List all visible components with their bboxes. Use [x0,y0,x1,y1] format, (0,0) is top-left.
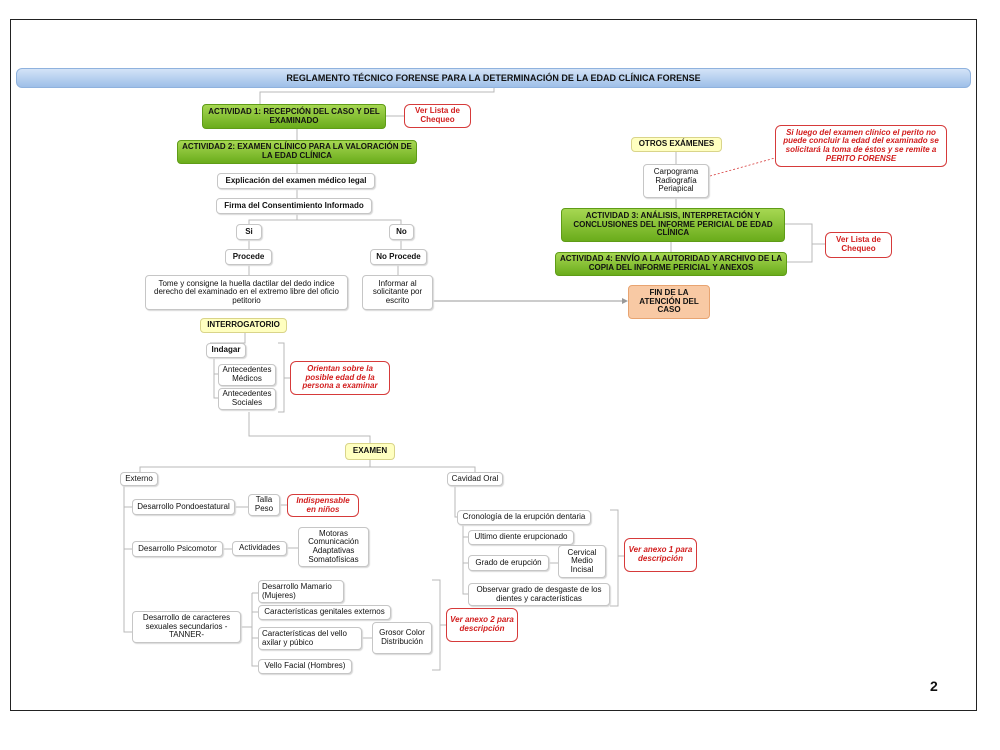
vello-facial: Vello Facial (Hombres) [258,659,352,674]
informar-solicitante: Informar al solicitante por escrito [362,275,433,310]
actividad-4: ACTIVIDAD 4: ENVÍO A LA AUTORIDAD Y ARCH… [555,252,787,276]
diagram-title: REGLAMENTO TÉCNICO FORENSE PARA LA DETER… [16,68,971,88]
motoras-comunicacion: Motoras Comunicación Adaptativas Somatof… [298,527,369,567]
firma-consentimiento: Firma del Consentimiento Informado [216,198,372,214]
carpograma-radiografia: Carpograma Radiografía Periapical [643,164,709,198]
actividad-2: ACTIVIDAD 2: EXAMEN CLÍNICO PARA LA VALO… [177,140,417,164]
talla-peso: Talla Peso [248,494,280,516]
cavidad-oral: Cavidad Oral [447,472,503,486]
otros-examenes: OTROS EXÁMENES [631,137,722,152]
explicacion-examen: Explicación del examen médico legal [217,173,375,189]
desarrollo-mamario: Desarrollo Mamario (Mujeres) [258,580,344,603]
actividades: Actividades [232,541,287,556]
antecedentes-medicos: Antecedentes Médicos [218,364,276,386]
actividad-1: ACTIVIDAD 1: RECEPCIÓN DEL CASO Y DEL EX… [202,104,386,129]
observar-desgaste: Observar grado de desgaste de los diente… [468,583,610,606]
procede: Procede [225,249,272,265]
ultimo-diente: Ultimo diente erupcionado [468,530,574,545]
indispensable-ninos: Indispensable en niños [287,494,359,517]
ver-anexo-2[interactable]: Ver anexo 2 para descripción [446,608,518,642]
tome-huella: Tome y consigne la huella dactilar del d… [145,275,348,310]
ver-lista-chequeo-1[interactable]: Ver Lista de Chequeo [404,104,471,128]
cervical-medio-incisal: Cervical Medio Incisal [558,545,606,578]
caracteristicas-vello: Características del vello axilar y púbic… [258,627,362,650]
nota-perito-forense: Si luego del examen clínico el perito no… [775,125,947,167]
grado-erupcion: Grado de erupción [468,555,549,571]
grosor-color-distribucion: Grosor Color Distribución [372,622,432,654]
ver-anexo-1[interactable]: Ver anexo 1 para descripción [624,538,697,572]
orientan-nota: Orientan sobre la posible edad de la per… [290,361,390,395]
caracteres-sexuales: Desarrollo de caracteres sexuales secund… [132,611,241,643]
opcion-no: No [389,224,414,240]
page-number: 2 [930,678,938,694]
desarrollo-psicomotor: Desarrollo Psicomotor [132,541,223,557]
desarrollo-pondoestatural: Desarrollo Pondoestatural [132,499,235,515]
caracteristicas-genitales: Características genitales externos [258,605,391,620]
fin-atencion-caso: FIN DE LA ATENCIÓN DEL CASO [628,285,710,319]
no-procede: No Procede [370,249,427,265]
ver-lista-chequeo-2[interactable]: Ver Lista de Chequeo [825,232,892,258]
actividad-3: ACTIVIDAD 3: ANÁLISIS, INTERPRETACIÓN Y … [561,208,785,242]
cronologia-erupcion: Cronología de la erupción dentaria [457,510,591,525]
externo: Externo [120,472,158,486]
page-frame [10,19,977,711]
opcion-si: Si [236,224,262,240]
examen: EXAMEN [345,443,395,460]
indagar: Indagar [206,343,246,358]
interrogatorio: INTERROGATORIO [200,318,287,333]
antecedentes-sociales: Antecedentes Sociales [218,388,276,410]
